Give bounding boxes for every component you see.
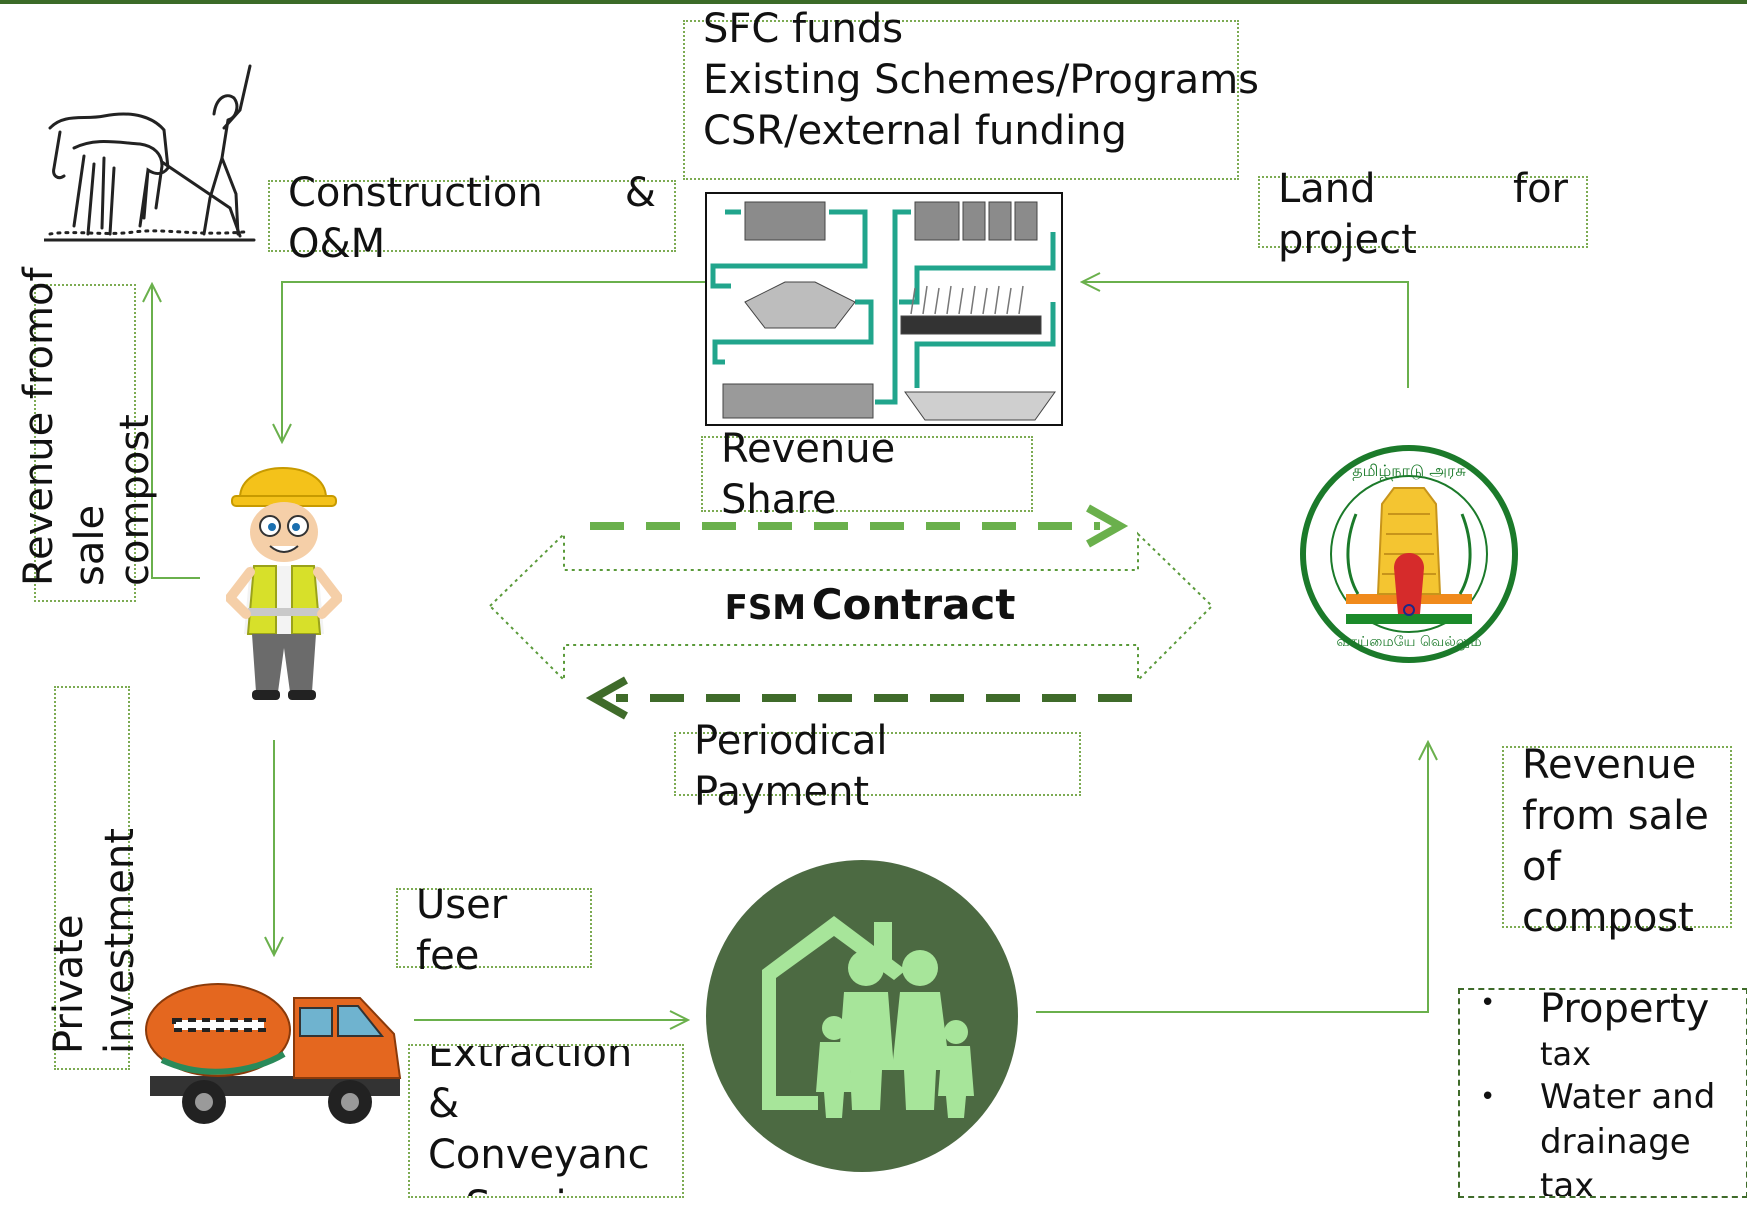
construction-om-box: Construction & O&M <box>268 170 676 267</box>
periodical-word: Periodical <box>694 718 888 764</box>
revenue-word-right: Revenue <box>1522 742 1697 788</box>
periodical-payment-box: Periodical Payment <box>674 718 1081 815</box>
arrow-land-to-plant <box>1082 282 1409 388</box>
conveyance-word: Conveyanc <box>428 1132 650 1178</box>
for-word: for <box>1513 166 1568 212</box>
arrow-household-to-government <box>1036 742 1428 1013</box>
services-word: e Services <box>428 1181 664 1196</box>
household-icon <box>706 860 1018 1172</box>
contract-double-arrow <box>488 531 1214 683</box>
compost-word-right: compost <box>1522 895 1694 941</box>
user-word: User <box>416 882 508 928</box>
funding-source-2: Existing Schemes/Programs <box>703 57 1259 103</box>
top-border <box>0 0 1747 4</box>
tamil-nadu-emblem: தமிழ்நாடு அரசு வாய்மையே வெல்லும் <box>1300 445 1518 663</box>
of-word-left: of <box>16 267 62 306</box>
investment-word: investment <box>97 828 143 1054</box>
contract-word: Contract <box>811 580 1016 629</box>
land-word: Land <box>1278 166 1376 212</box>
private-word: Private <box>46 914 92 1054</box>
fsm-prefix: FSM <box>724 588 807 628</box>
tax-item-property: Property <box>1540 988 1710 1032</box>
om-word: O&M <box>288 221 386 267</box>
revenue-compost-left-box <box>34 284 136 602</box>
funding-source-1: SFC funds <box>703 6 904 52</box>
tax-item-property-cont: tax <box>1540 1035 1592 1073</box>
private-investment-box <box>54 686 130 1070</box>
revenue-share-line-1: Revenue <box>721 426 896 472</box>
taxes-box: • Property tax • Water and drainage tax <box>1458 988 1747 1198</box>
from-sale-words-right: from sale <box>1522 793 1709 839</box>
user-fee-box: User fee <box>396 882 592 979</box>
funding-sources-box: SFC funds Existing Schemes/Programs CSR/… <box>683 6 1259 180</box>
extraction-conveyance-box: Extraction & Conveyanc e Services <box>408 1044 684 1198</box>
arrow-contractor-to-farmer <box>152 284 200 579</box>
bullet-1: • <box>1480 988 1496 1018</box>
extraction-word: Extraction <box>428 1044 633 1076</box>
revenue-share-line-2: Share <box>721 477 837 523</box>
funding-source-3: CSR/external funding <box>703 108 1127 154</box>
fee-word: fee <box>416 933 480 979</box>
tax-item-drainage: drainage <box>1540 1122 1691 1162</box>
tax-item-drainage-cont: tax <box>1540 1166 1595 1198</box>
private-investment-label: Private investment <box>44 754 146 1054</box>
arrow-plant-to-contractor <box>282 281 706 442</box>
tax-item-water: Water and <box>1540 1077 1716 1117</box>
of-word-right: of <box>1522 844 1561 890</box>
compost-word-left: compost <box>112 414 158 586</box>
ampersand: & <box>624 170 656 216</box>
construction-word: Construction <box>288 170 543 216</box>
farmer-plough-illustration <box>44 64 256 242</box>
treatment-plant-schematic <box>705 192 1063 426</box>
project-word: project <box>1278 217 1417 263</box>
septic-tanker-truck <box>145 983 402 1124</box>
sale-word-left: sale <box>67 504 113 586</box>
revenue-compost-right-box: Revenue from sale of compost <box>1502 742 1732 941</box>
emblem-arc-text: தமிழ்நாடு அரசு <box>1352 461 1466 480</box>
revenue-from-words: Revenue from <box>16 306 62 586</box>
revenue-compost-left-col1: Revenue from of sale compost <box>14 267 161 586</box>
contractor-worker-illustration <box>226 467 342 700</box>
ampersand-2: & <box>428 1081 460 1127</box>
bullet-2: • <box>1480 1082 1496 1112</box>
emblem-motto: வாய்மையே வெல்லும் <box>1336 634 1481 650</box>
payment-word: Payment <box>694 769 870 815</box>
revenue-share-box: Revenue Share <box>701 426 1033 523</box>
fsm-contract-title: FSM Contract <box>600 580 1140 629</box>
land-for-project-box: Land for project <box>1258 166 1588 263</box>
